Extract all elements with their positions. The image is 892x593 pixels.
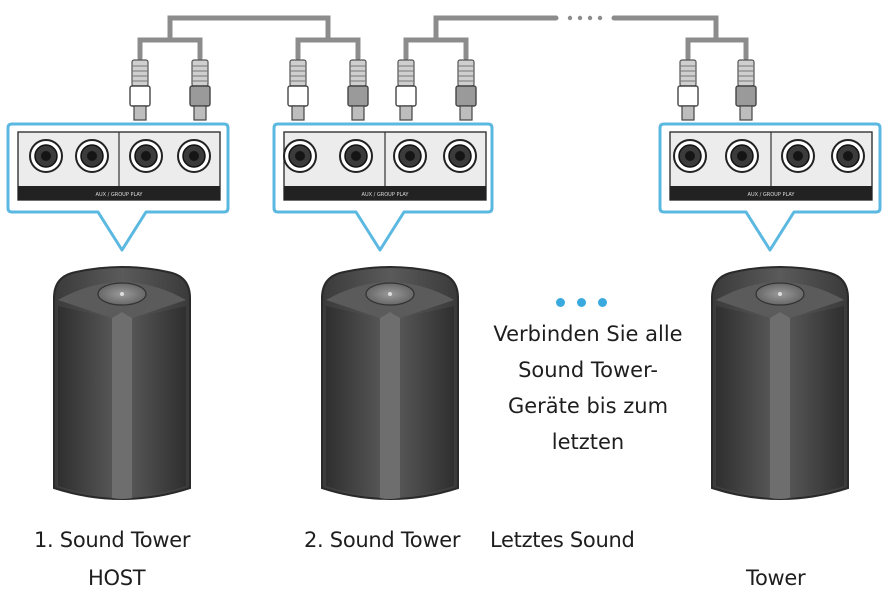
cables bbox=[137, 15, 749, 61]
tower-last-number-label: Letztes Sound bbox=[490, 528, 635, 552]
panel-caption-tower1: AUX / GROUP PLAY bbox=[96, 192, 144, 198]
jack-strips bbox=[17, 131, 873, 201]
speaker-tower-last bbox=[711, 266, 849, 500]
ellipsis-dots-icon bbox=[556, 298, 607, 307]
panel-caption-tower2: AUX / GROUP PLAY bbox=[362, 192, 410, 198]
cable-tower2-out bbox=[403, 37, 469, 61]
tower-last-role-label: Tower bbox=[746, 566, 806, 590]
ellipsis-dots-icon bbox=[567, 15, 603, 21]
cable-last-pair bbox=[685, 37, 749, 61]
cable-tower1-pair bbox=[137, 37, 203, 61]
cable-prev-to-last bbox=[611, 15, 719, 43]
rca-plug-icon bbox=[129, 59, 757, 121]
tower2-number-label: 2. Sound Tower bbox=[304, 528, 461, 552]
tower1-number-label: 1. Sound Tower bbox=[34, 528, 191, 552]
speaker-tower1 bbox=[53, 266, 191, 500]
message-line: Sound Tower- bbox=[518, 358, 658, 382]
cable-tower2-to-next bbox=[433, 15, 559, 43]
message-line: Verbinden Sie alle bbox=[493, 322, 683, 346]
cable-tower2-in bbox=[295, 37, 361, 61]
instruction-message: Verbinden Sie alle Sound Tower- Geräte b… bbox=[488, 316, 688, 460]
message-line: letzten bbox=[551, 430, 625, 454]
tower1-role-label: HOST bbox=[88, 566, 146, 590]
panel-caption-tower-last: AUX / GROUP PLAY bbox=[748, 192, 796, 198]
cable-tower1-to-tower2 bbox=[167, 15, 331, 43]
message-line: Geräte bis zum bbox=[507, 394, 669, 418]
speaker-tower2 bbox=[321, 266, 459, 500]
